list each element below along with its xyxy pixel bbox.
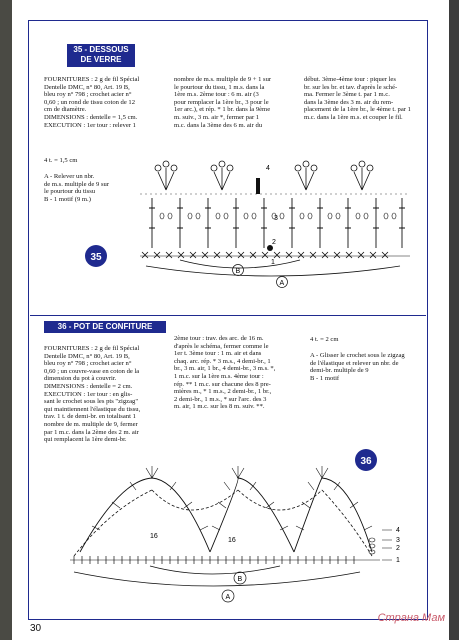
section-36-row-label-1: 1 — [396, 557, 400, 564]
section-35-row-label-3: 3 — [274, 215, 278, 222]
section-36-row-label-4: 4 — [396, 527, 400, 534]
section-35-title-line2: DE VERRE — [80, 55, 122, 64]
section-36-note: 4 t. = 2 cm — [310, 336, 339, 343]
section-divider — [30, 315, 426, 316]
section-35-row-label-4: 4 — [266, 165, 270, 172]
section-35-col2: nombre de m.s. multiple de 9 + 1 sur le … — [174, 76, 272, 129]
section-35-col1: FOURNITURES : 2 g de fil Spécial Dentell… — [44, 76, 140, 129]
section-35-col3: début. 3ème-4ème tour : piquer les br. s… — [304, 76, 411, 121]
section-36-badge-number: 36 — [360, 456, 372, 467]
section-36-row-label-3: 3 — [396, 537, 400, 544]
section-35-badge-number: 35 — [90, 252, 102, 263]
section-35-note: 4 t. = 1,5 cm — [44, 157, 78, 164]
section-35-row-label-2: 2 — [272, 239, 276, 246]
section-35-badge: 35 — [85, 245, 107, 267]
section-35-diagram: 1 2 3 4 B A — [140, 160, 410, 288]
section-36-diagram: 16 16 4 3 2 1 B A — [70, 466, 400, 603]
scan-left-edge — [0, 0, 12, 640]
section-35-legend: A - Relever un nbr. de m.s. multiple de … — [44, 173, 110, 203]
section-35-label-a: A — [280, 280, 285, 287]
section-35-title-line1: 35 - DESSOUS — [73, 45, 129, 54]
section-36-row-label-2: 2 — [396, 545, 400, 552]
section-35-title: 35 - DESSOUS DE VERRE — [67, 44, 135, 67]
scan-right-edge — [449, 0, 459, 640]
section-35-label-b: B — [236, 268, 241, 275]
watermark: Страна Мам — [377, 612, 445, 624]
section-36-col1: FOURNITURES : 2 g de fil Spécial Dentell… — [44, 345, 141, 444]
section-36-legend: A - Glisser le crochet sous le zigzag de… — [310, 352, 405, 382]
section-36-title: 36 - POT DE CONFITURE — [44, 321, 166, 333]
section-36-arc-count-right: 16 — [228, 537, 236, 544]
section-36-label-a: A — [226, 594, 231, 601]
section-36-label-b: B — [238, 576, 243, 583]
section-36-arc-count-left: 16 — [150, 533, 158, 540]
page-frame — [28, 20, 428, 620]
page-number: 30 — [30, 623, 42, 634]
section-35-row-label-1: 1 — [271, 259, 275, 266]
section-36-badge: 36 — [355, 449, 377, 471]
section-36-col2: 2ème tour : trav. des arc. de 16 m. d'ap… — [174, 335, 276, 411]
